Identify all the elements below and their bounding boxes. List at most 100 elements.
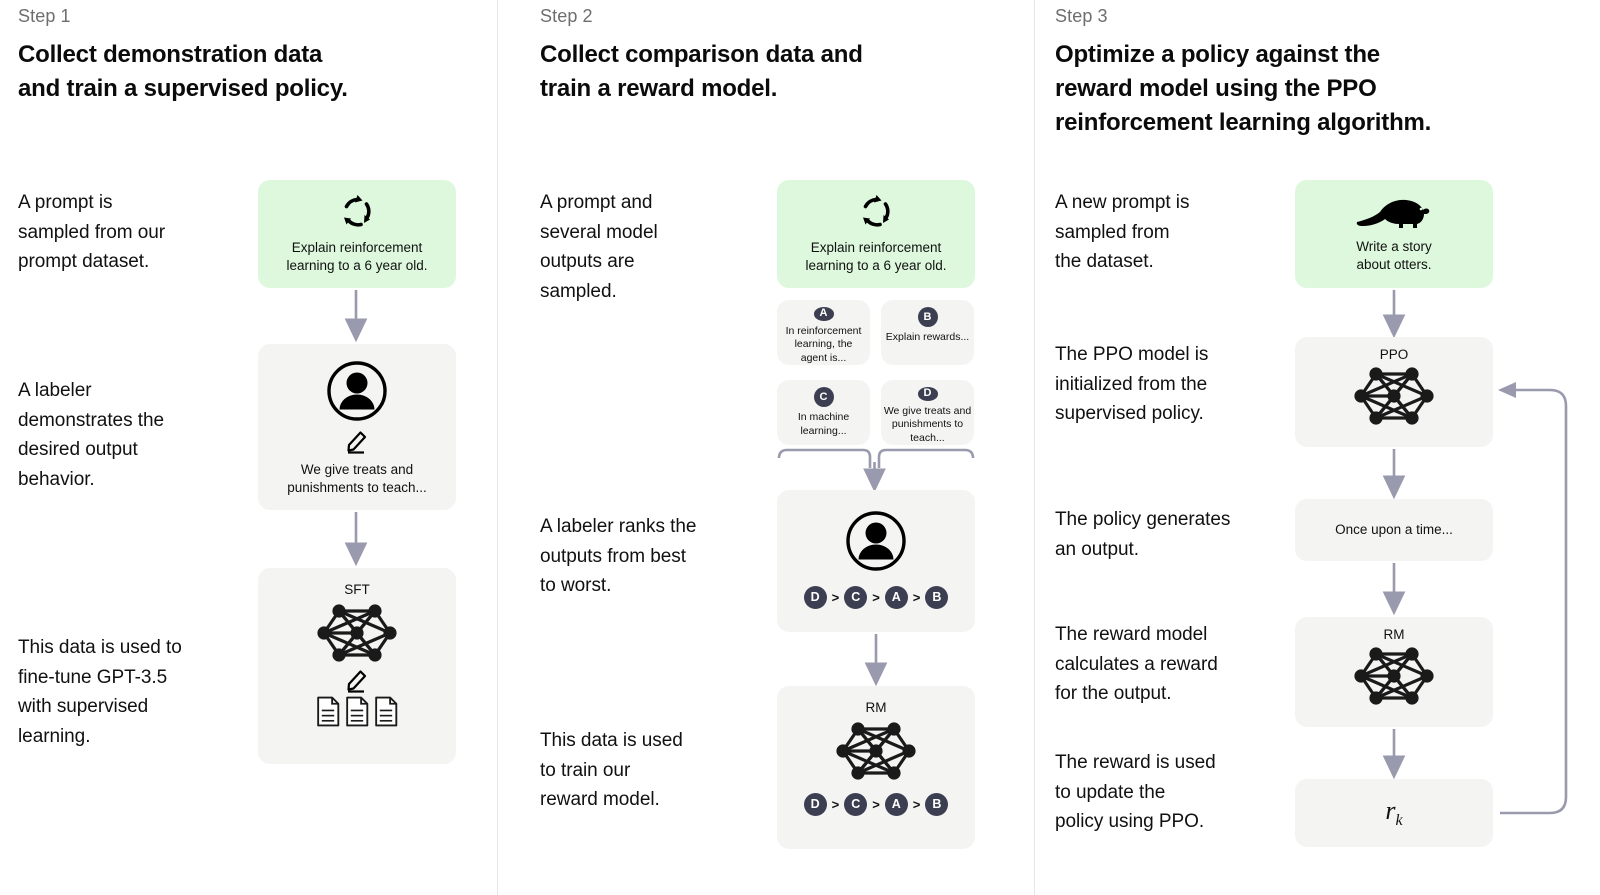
output-card-c[interactable]: C In machine learning... [777, 380, 870, 445]
pencil-icon [346, 665, 368, 694]
rm-rank-badge-4: B [925, 793, 949, 816]
neural-network-icon [1349, 366, 1439, 426]
documents-icon [316, 696, 399, 727]
output-badge-b: B [917, 307, 938, 327]
arrow-down-3 [864, 634, 888, 687]
step-3-output-text: Once upon a time... [1335, 522, 1453, 537]
step-3-caption-1: A new prompt is sampled from the dataset… [1055, 192, 1190, 272]
arrow-down-1 [344, 290, 368, 343]
step-1-caption-1: A prompt is sampled from our prompt data… [18, 192, 166, 272]
output-text-b: Explain rewards... [885, 331, 970, 343]
step-1-column: Step 1 Collect demonstration data and tr… [0, 0, 497, 895]
rm-ranking-row: D > C > A > B [803, 793, 949, 816]
step-3-reward-card[interactable]: rk [1295, 779, 1493, 847]
step-3-label: Step 3 [1055, 6, 1108, 26]
output-badge-d: D [917, 387, 938, 401]
step-3-prompt-line-2: about otters. [1356, 256, 1432, 272]
step-2-rm-title: RM [865, 700, 887, 715]
step-2-title: Collect comparison data and train a rewa… [540, 38, 970, 106]
step-1-prompt-card[interactable]: Explain reinforcement learning to a 6 ye… [258, 180, 456, 288]
step-2-title-line-1: Collect comparison data and [540, 41, 863, 68]
arrow-down-4 [1382, 290, 1406, 339]
rm-rank-badge-3: A [884, 793, 908, 816]
rank-badge-4: B [925, 586, 949, 609]
step-3-prompt-card[interactable]: Write a story about otters. [1295, 180, 1493, 288]
neural-network-icon [1349, 646, 1439, 706]
rank-badge-1: D [803, 586, 827, 609]
step-2-prompt-line-1: Explain reinforcement [810, 239, 942, 255]
rm-rank-badge-1: D [803, 793, 827, 816]
rank-sep-2: > [872, 590, 880, 605]
rank-badge-2: C [844, 586, 868, 609]
merge-arrow [777, 448, 975, 493]
step-1-caption-2: A labeler demonstrates the desired outpu… [18, 380, 165, 490]
step-3-caption-4: The reward model calculates a reward for… [1055, 624, 1218, 704]
column-divider-1 [497, 0, 498, 895]
step-2-caption-3: This data is used to train our reward mo… [540, 730, 683, 810]
output-badge-c: C [813, 387, 834, 407]
output-text-a: In reinforcement learning, the agent is.… [785, 324, 862, 364]
step-1-label: Step 1 [18, 6, 71, 26]
output-text-c: In machine learning... [797, 411, 850, 437]
step-3-title-line-1: Optimize a policy against the [1055, 41, 1380, 68]
step-2-prompt-card[interactable]: Explain reinforcement learning to a 6 ye… [777, 180, 975, 288]
person-circle-icon [326, 360, 388, 422]
step-3-rm-card[interactable]: RM [1295, 617, 1493, 727]
step-2-caption-1: A prompt and several model outputs are s… [540, 192, 658, 302]
step-3-caption-2: The PPO model is initialized from the su… [1055, 344, 1209, 424]
person-circle-icon [845, 510, 907, 572]
step-3-caption-5: The reward is used to update the policy … [1055, 752, 1216, 832]
step-1-labeler-card[interactable]: We give treats and punishments to teach.… [258, 344, 456, 510]
output-card-b[interactable]: B Explain rewards... [881, 300, 974, 365]
feedback-loop-arrow [1498, 382, 1568, 815]
step-3-rm-title: RM [1383, 627, 1405, 642]
output-card-d[interactable]: D We give treats and punishments to teac… [881, 380, 974, 445]
ranking-row: D > C > A > B [803, 586, 949, 609]
step-1-title: Collect demonstration data and train a s… [18, 38, 438, 106]
step-2-title-line-2: train a reward model. [540, 75, 778, 102]
neural-network-icon [312, 603, 402, 663]
step-3-title-line-3: reinforcement learning algorithm. [1055, 109, 1432, 136]
rank-sep-3: > [912, 590, 921, 605]
step-3-output-card[interactable]: Once upon a time... [1295, 499, 1493, 561]
step-3-ppo-card[interactable]: PPO [1295, 337, 1493, 447]
step-3-ppo-title: PPO [1379, 347, 1409, 362]
step-3-prompt-line-1: Write a story [1356, 238, 1432, 254]
step-2-column: Step 2 Collect comparison data and train… [498, 0, 1034, 895]
arrow-down-5 [1382, 449, 1406, 500]
rank-badge-3: A [884, 586, 908, 609]
output-text-d: We give treats and punishments to teach.… [883, 404, 972, 444]
step-1-title-line-1: Collect demonstration data [18, 41, 323, 68]
rm-rank-sep-2: > [872, 797, 880, 812]
otter-icon [1355, 195, 1433, 231]
reward-symbol: rk [1385, 796, 1402, 830]
reward-symbol-subscript: k [1395, 812, 1403, 830]
step-3-title: Optimize a policy against the reward mod… [1055, 38, 1515, 140]
arrow-down-2 [344, 512, 368, 567]
step-2-prompt-line-2: learning to a 6 year old. [805, 257, 947, 273]
output-badge-a: A [813, 307, 834, 321]
step-2-rm-card[interactable]: RM D > C > A > B [777, 686, 975, 849]
column-divider-2 [1034, 0, 1035, 895]
reward-symbol-base: r [1385, 795, 1396, 825]
neural-network-icon [831, 721, 921, 781]
arrow-down-7 [1382, 729, 1406, 780]
step-1-sft-card[interactable]: SFT [258, 568, 456, 764]
step-3-title-line-2: reward model using the PPO [1055, 75, 1377, 102]
step-2-caption-2: A labeler ranks the outputs from best to… [540, 516, 697, 596]
step-3-caption-3: The policy generates an output. [1055, 509, 1231, 560]
rm-rank-sep-1: > [831, 797, 840, 812]
rank-sep-1: > [831, 590, 840, 605]
rm-rank-badge-2: C [844, 793, 868, 816]
circular-arrows-icon [339, 193, 375, 230]
step-1-prompt-line-1: Explain reinforcement [291, 239, 423, 255]
step-3-column: Step 3 Optimize a policy against the rew… [1035, 0, 1600, 895]
step-1-caption-3: This data is used to fine-tune GPT-3.5 w… [18, 637, 182, 747]
output-card-a[interactable]: A In reinforcement learning, the agent i… [777, 300, 870, 365]
circular-arrows-icon [858, 193, 894, 230]
arrow-down-6 [1382, 563, 1406, 616]
step-2-ranking-card[interactable]: D > C > A > B [777, 490, 975, 632]
rm-rank-sep-3: > [912, 797, 921, 812]
step-1-prompt-line-2: learning to a 6 year old. [286, 257, 428, 273]
